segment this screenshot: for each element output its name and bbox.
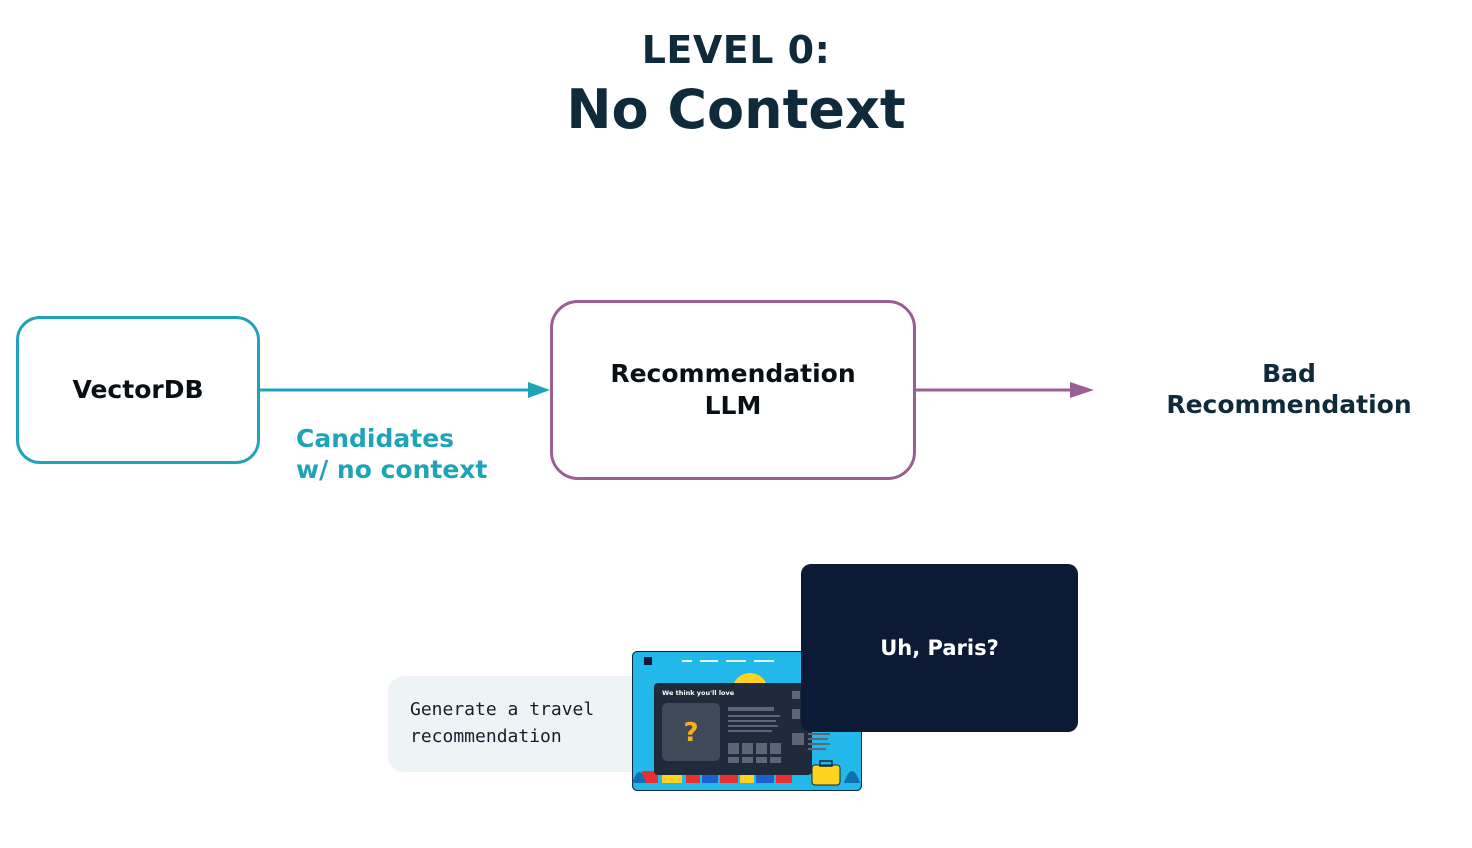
vectordb-node: VectorDB — [16, 316, 260, 464]
llm-label-line2: LLM — [704, 391, 762, 420]
arrow-head-purple — [1070, 382, 1094, 398]
prompt-line1: Generate a travel — [410, 699, 595, 720]
prompt-line2: recommendation — [410, 726, 562, 747]
vectordb-label: VectorDB — [72, 375, 204, 404]
output-label: Bad Recommendation — [1160, 358, 1418, 420]
prompt-card: Generate a travel recommendation — [388, 676, 650, 772]
reply-text: Uh, Paris? — [880, 636, 999, 660]
page-title: No Context — [566, 78, 906, 141]
output-label-line1: Bad — [1262, 359, 1316, 388]
llm-label-line1: Recommendation — [610, 359, 856, 388]
recommendation-llm-node: Recommendation LLM — [550, 300, 916, 480]
candidates-edge-label: Candidates w/ no context — [296, 423, 487, 485]
arrow-head-teal — [528, 382, 550, 398]
output-label-line2: Recommendation — [1166, 390, 1412, 419]
question-mark-icon: ? — [683, 718, 698, 748]
candidates-label-line1: Candidates — [296, 424, 455, 453]
screen-heading: We think you'll love — [662, 689, 735, 697]
reply-card: Uh, Paris? — [801, 564, 1078, 732]
level-heading: LEVEL 0: — [641, 28, 831, 72]
candidates-label-line2: w/ no context — [296, 455, 488, 484]
